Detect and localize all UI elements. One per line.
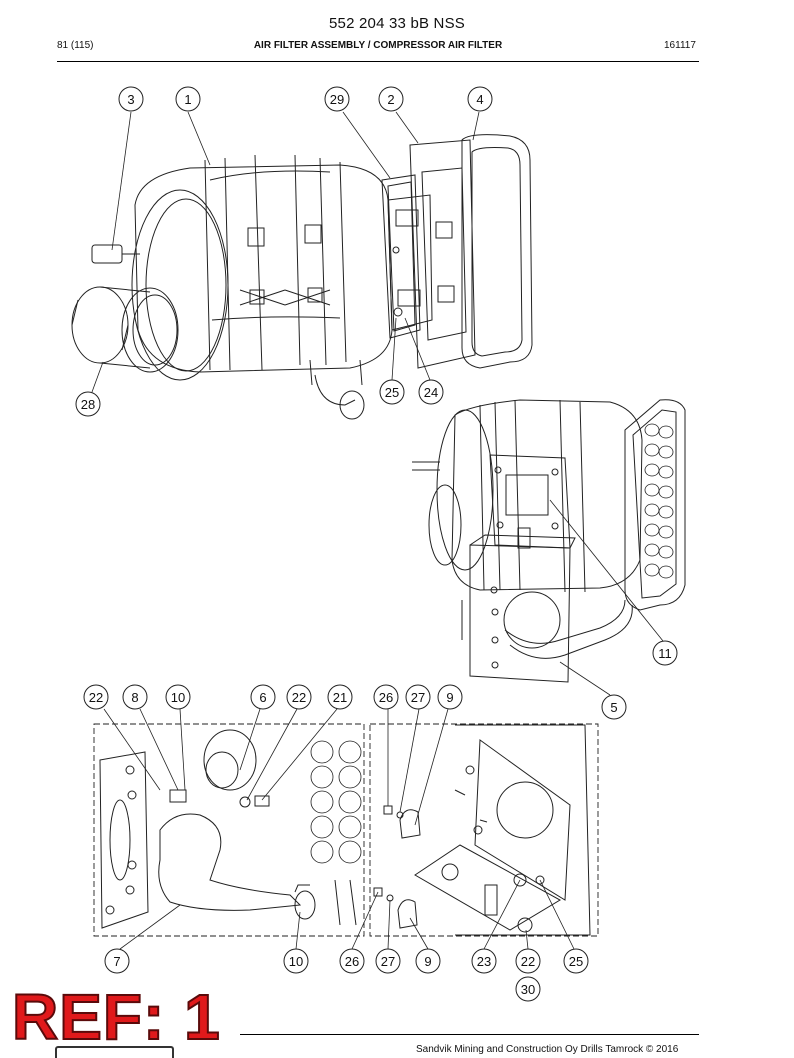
callout-10-b: 10 [283, 948, 309, 974]
callout-25: 25 [379, 379, 405, 405]
svg-text:22: 22 [521, 954, 535, 969]
svg-text:25: 25 [569, 954, 583, 969]
page-reference: 81 (115) [57, 40, 94, 51]
svg-text:30: 30 [521, 982, 535, 997]
svg-text:11: 11 [658, 646, 672, 661]
svg-text:26: 26 [379, 690, 393, 705]
callout-7: 7 [104, 948, 130, 974]
callout-5: 5 [601, 694, 627, 720]
leader-lines [91, 111, 664, 950]
svg-text:4: 4 [476, 92, 483, 107]
svg-text:27: 27 [411, 690, 425, 705]
callout-22-c: 22 [515, 948, 541, 974]
callout-25-b: 25 [563, 948, 589, 974]
svg-text:1: 1 [184, 92, 191, 107]
document-number: 552 204 33 bB NSS [329, 15, 465, 32]
grille-holes [644, 423, 674, 579]
svg-text:7: 7 [113, 954, 120, 969]
reference-stamp: REF: 1 [11, 981, 221, 1053]
callout-22-a: 22 [83, 684, 109, 710]
section-title: AIR FILTER ASSEMBLY / COMPRESSOR AIR FIL… [253, 40, 503, 51]
svg-text:10: 10 [289, 954, 303, 969]
callout-22-b: 22 [286, 684, 312, 710]
svg-text:6: 6 [259, 690, 266, 705]
svg-text:22: 22 [89, 690, 103, 705]
callout-11: 11 [652, 640, 678, 666]
svg-text:9: 9 [446, 690, 453, 705]
logo-fragment [55, 1046, 174, 1058]
detail-box-left [93, 723, 365, 937]
callout-27-a: 27 [405, 684, 431, 710]
callout-6: 6 [250, 684, 276, 710]
callout-10-a: 10 [165, 684, 191, 710]
callout-9-b: 9 [415, 948, 441, 974]
air-filter-exploded-view [71, 134, 533, 420]
svg-text:28: 28 [81, 397, 95, 412]
svg-text:27: 27 [381, 954, 395, 969]
callout-26-a: 26 [373, 684, 399, 710]
callout-30: 30 [515, 976, 541, 1002]
callout-23: 23 [471, 948, 497, 974]
svg-text:10: 10 [171, 690, 185, 705]
date-code: 161117 [664, 40, 696, 51]
callout-24: 24 [418, 379, 444, 405]
svg-text:23: 23 [477, 954, 491, 969]
svg-text:3: 3 [127, 92, 134, 107]
callout-2: 2 [378, 86, 404, 112]
svg-text:21: 21 [333, 690, 347, 705]
callout-1: 1 [175, 86, 201, 112]
callout-21: 21 [327, 684, 353, 710]
callout-26-b: 26 [339, 948, 365, 974]
svg-text:8: 8 [131, 690, 138, 705]
header-rule [57, 61, 699, 62]
svg-text:22: 22 [292, 690, 306, 705]
footer-copyright: Sandvik Mining and Construction Oy Drill… [416, 1044, 679, 1055]
svg-text:29: 29 [330, 92, 344, 107]
callout-8: 8 [122, 684, 148, 710]
svg-text:26: 26 [345, 954, 359, 969]
footer-rule [240, 1034, 699, 1035]
callout-28: 28 [75, 391, 101, 417]
svg-text:5: 5 [610, 700, 617, 715]
air-filter-mounted-view [412, 399, 686, 683]
detail-box-right [369, 723, 599, 937]
callout-labels: 3 1 29 2 4 28 25 24 11 5 22 8 10 6 22 21… [75, 86, 678, 1002]
callout-27-b: 27 [375, 948, 401, 974]
svg-text:25: 25 [385, 385, 399, 400]
svg-text:2: 2 [387, 92, 394, 107]
callout-9-a: 9 [437, 684, 463, 710]
callout-4: 4 [467, 86, 493, 112]
svg-text:24: 24 [424, 385, 438, 400]
callout-3: 3 [118, 86, 144, 112]
svg-text:9: 9 [424, 954, 431, 969]
callout-29: 29 [324, 86, 350, 112]
